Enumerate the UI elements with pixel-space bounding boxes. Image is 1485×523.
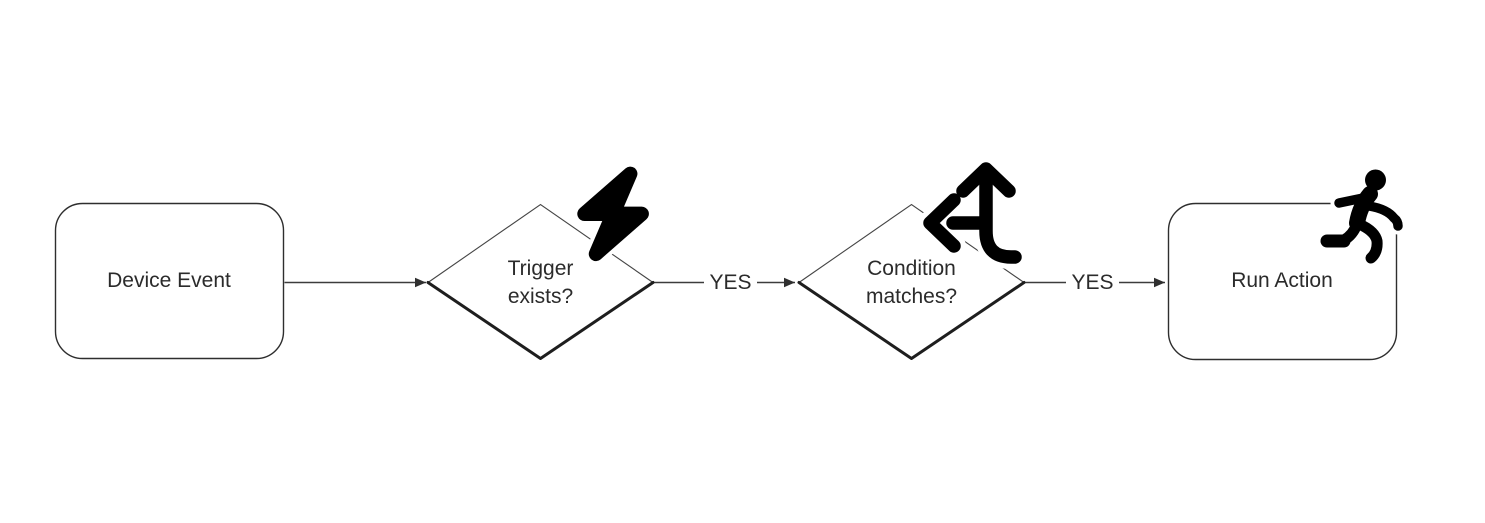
device-event-node-shape	[54, 202, 285, 360]
trigger-exists-diamond-shape	[426, 203, 655, 360]
person-running-icon	[1316, 165, 1407, 268]
branch-directions-icon	[918, 157, 1027, 269]
lightning-bolt-icon	[573, 162, 653, 265]
